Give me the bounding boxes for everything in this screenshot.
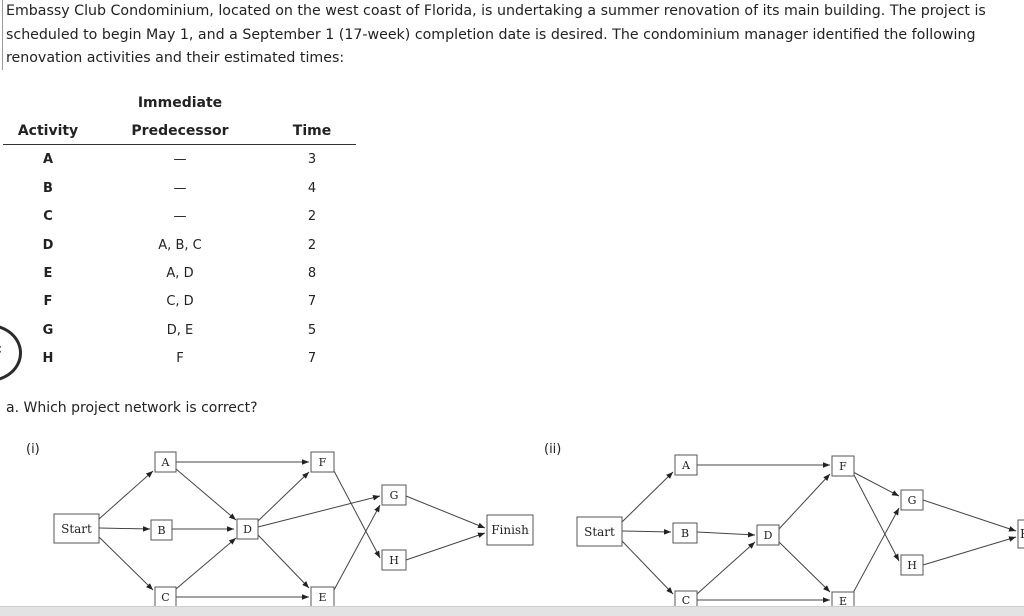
table-header-rule: [3, 144, 356, 145]
row-time: 7: [307, 351, 317, 366]
row-time: 7: [307, 294, 317, 309]
svg-text:H: H: [907, 559, 917, 572]
row-time: 2: [307, 209, 317, 224]
header-immediate: Immediate: [137, 95, 223, 111]
node-g: G: [900, 489, 924, 511]
row-predecessor: A, D: [166, 266, 194, 281]
row-time: 2: [307, 238, 317, 253]
row-activity: C: [43, 209, 53, 224]
svg-text:B: B: [681, 527, 689, 540]
svg-text:D: D: [243, 523, 252, 536]
svg-text:A: A: [681, 459, 691, 472]
row-predecessor: D, E: [166, 323, 194, 338]
row-time: 4: [307, 181, 317, 196]
intro-line-3: renovation activities and their estimate…: [6, 50, 345, 66]
row-predecessor: F: [176, 351, 184, 366]
row-time: 5: [307, 323, 317, 338]
network-i: Start A B C D F E G H Finish: [53, 451, 534, 608]
node-a: A: [154, 451, 177, 473]
node-h: H: [900, 554, 924, 576]
row-time: 8: [307, 266, 317, 281]
header-time: Time: [292, 123, 332, 139]
node-f: F: [310, 451, 335, 473]
network-ii-label: (ii): [544, 442, 562, 457]
svg-text:E: E: [839, 595, 847, 608]
svg-text:F: F: [319, 456, 327, 469]
row-activity: D: [42, 238, 54, 253]
edges-ii: [621, 462, 1017, 603]
node-d: D: [756, 524, 780, 546]
svg-text:D: D: [764, 529, 773, 542]
row-predecessor: —: [173, 152, 187, 167]
problem-intro: Embassy Club Condominium, located on the…: [2, 0, 1006, 70]
network-i-label: (i): [26, 442, 40, 457]
svg-text:G: G: [908, 494, 917, 507]
svg-text:F: F: [839, 460, 847, 473]
edges-i: [98, 459, 486, 600]
row-activity: F: [43, 294, 53, 309]
row-predecessor: —: [173, 209, 187, 224]
node-a: A: [674, 454, 698, 476]
row-predecessor: —: [173, 181, 187, 196]
svg-text:F:: F:: [1020, 527, 1024, 541]
svg-text:C: C: [161, 591, 169, 604]
node-finish-partial: F:: [1017, 519, 1024, 549]
row-activity: B: [43, 181, 53, 196]
row-activity: H: [42, 351, 54, 366]
row-activity: E: [43, 266, 53, 281]
node-b: B: [672, 522, 698, 544]
node-b: B: [150, 519, 173, 541]
svg-text:C: C: [682, 594, 690, 607]
intro-line-2: scheduled to begin May 1, and a Septembe…: [6, 26, 976, 43]
svg-text:E: E: [318, 591, 326, 604]
node-h: H: [381, 549, 407, 571]
header-predecessor: Predecessor: [131, 123, 229, 139]
row-predecessor: C, D: [166, 294, 194, 309]
svg-text:Finish: Finish: [491, 523, 529, 537]
node-finish: Finish: [486, 514, 534, 546]
node-f: F: [831, 455, 855, 477]
row-activity: G: [42, 323, 54, 338]
row-activity: A: [42, 152, 54, 167]
node-start: Start: [53, 513, 100, 544]
question-text: a. Which project network is correct?: [6, 400, 258, 416]
row-predecessor: A, B, C: [158, 238, 202, 253]
row-time: 3: [307, 152, 317, 167]
network-ii: Start A B C D F E G H F:: [576, 454, 1024, 611]
node-g: G: [381, 484, 407, 506]
intro-line-1: Embassy Club Condominium, located on the…: [6, 3, 986, 19]
svg-text:Start: Start: [61, 522, 92, 536]
node-start: Start: [576, 516, 623, 547]
svg-text:B: B: [157, 524, 165, 537]
node-d: D: [236, 518, 259, 540]
svg-text:G: G: [390, 489, 399, 502]
node-c: C: [154, 586, 177, 608]
svg-text:Start: Start: [584, 525, 615, 539]
node-e: E: [310, 586, 335, 608]
bottom-scrollbar[interactable]: [0, 606, 1024, 616]
svg-text:A: A: [161, 456, 171, 469]
header-activity: Activity: [17, 123, 79, 139]
chevron-left-icon[interactable]: ‹: [0, 339, 2, 358]
svg-text:H: H: [389, 554, 399, 567]
